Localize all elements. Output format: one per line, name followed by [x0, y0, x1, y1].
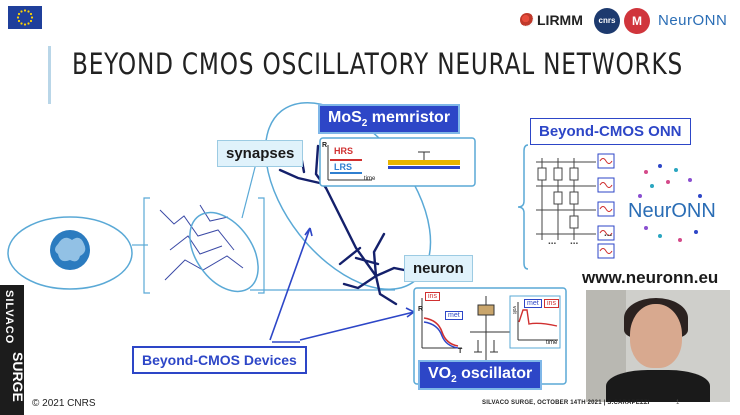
- page-number: 1: [676, 400, 680, 406]
- memristor-time-axis: time: [364, 176, 376, 182]
- hrs-label: HRS: [334, 146, 354, 156]
- onn-oscillator-icons: [597, 153, 615, 259]
- oscillator-volt-plot: [509, 295, 561, 349]
- neuronn-cloud-icon: [638, 164, 702, 242]
- beyond-cmos-onn-label: Beyond-CMOS ONN: [530, 118, 691, 145]
- neuron-drawing-icon: [278, 144, 416, 306]
- onn-brace: [517, 144, 529, 270]
- memristor-iv-plot: [327, 145, 372, 181]
- cluster-bracket-right: [258, 197, 265, 294]
- project-url: www.neuronn.eu: [582, 268, 719, 287]
- osc-volt-axis: volt: [511, 306, 517, 314]
- brain-ellipse: [7, 216, 133, 290]
- neuron-label: neuron: [404, 255, 473, 282]
- silvaco-label: SILVACO: [3, 290, 15, 345]
- surge-label: SURGE: [10, 352, 26, 402]
- brain-icon: [50, 230, 90, 270]
- osc-met-label: met: [445, 311, 463, 320]
- osc-met-label-2: met: [524, 299, 542, 308]
- osc-ins-label-2: ins: [544, 299, 559, 308]
- beyond-cmos-devices-label: Beyond-CMOS Devices: [132, 346, 307, 374]
- neuronn-logo: NeurONN: [658, 12, 728, 29]
- footer-event: SILVACO SURGE, OCTOBER 14TH 2021 | S.CAR…: [482, 400, 650, 406]
- speaker-shirt: [606, 370, 710, 402]
- memristor-r-axis: R: [322, 142, 328, 149]
- onn-crossbar-icon: [536, 158, 596, 240]
- onn-dots-1: ...: [548, 236, 557, 247]
- neuron-ellipse-small: [189, 211, 259, 293]
- oscillator-circuit-icon: [470, 296, 510, 370]
- um-logo: M: [624, 8, 650, 34]
- title-accent-bar: [48, 46, 51, 104]
- cnrs-logo: cnrs: [594, 8, 620, 34]
- silvaco-surge-banner: [0, 285, 24, 415]
- lrs-label: LRS: [334, 162, 352, 172]
- oscillator-label: VO2 oscillator: [418, 360, 543, 391]
- copyright: © 2021 CNRS: [32, 398, 96, 409]
- osc-ins-label: ins: [425, 292, 440, 301]
- header-logos: LIRMM cnrs M NeurONN: [520, 6, 736, 36]
- osc-r-axis: R: [418, 306, 424, 313]
- neuronn-large-logo: NeurONN: [628, 200, 716, 222]
- onn-dots-3: ...: [604, 228, 613, 239]
- speaker-face: [630, 304, 682, 368]
- synapses-label: synapses: [217, 140, 304, 167]
- lirmm-logo: LIRMM: [520, 12, 583, 28]
- oscillator-rt-plot: [421, 298, 462, 349]
- osc-t-axis: T: [458, 348, 463, 355]
- lirmm-mark-icon: [520, 13, 534, 27]
- speaker-video[interactable]: [586, 290, 730, 402]
- device-arrows: [269, 227, 415, 343]
- onn-dots-2: ...: [570, 236, 579, 247]
- memristor-device-icon: [388, 151, 460, 169]
- eu-flag-icon: [8, 6, 42, 29]
- memristor-label: MoS2 memristor: [318, 104, 461, 135]
- osc-time-axis: time: [546, 340, 558, 346]
